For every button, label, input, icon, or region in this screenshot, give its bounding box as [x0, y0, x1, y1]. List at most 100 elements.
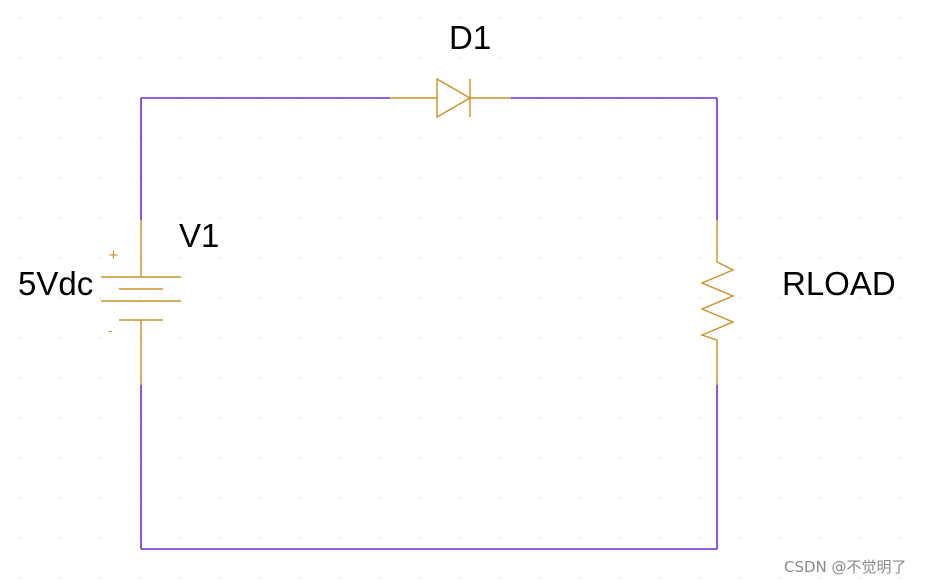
- grid-dot: [699, 377, 701, 379]
- grid-dot: [899, 577, 901, 579]
- grid-dot: [299, 537, 301, 539]
- grid-dot: [699, 177, 701, 179]
- grid-dot: [859, 337, 861, 339]
- grid-dot: [579, 177, 581, 179]
- grid-dot: [459, 417, 461, 419]
- grid-dot: [379, 257, 381, 259]
- grid-dot: [659, 297, 661, 299]
- grid-dot: [179, 257, 181, 259]
- voltage-source-v1-symbol[interactable]: [101, 220, 181, 385]
- grid-dot: [499, 137, 501, 139]
- grid-dot: [59, 297, 61, 299]
- grid-dot: [99, 577, 101, 579]
- grid-dot: [379, 57, 381, 59]
- grid-dot: [299, 417, 301, 419]
- grid-dot: [219, 257, 221, 259]
- grid-dot: [139, 297, 141, 299]
- grid-dot: [299, 457, 301, 459]
- grid-dot: [579, 137, 581, 139]
- grid-dot: [299, 377, 301, 379]
- grid-dot: [619, 337, 621, 339]
- grid-dot: [819, 17, 821, 19]
- grid-dot: [499, 537, 501, 539]
- wires: [140, 97, 718, 550]
- grid-dot: [379, 177, 381, 179]
- grid-dot: [619, 217, 621, 219]
- grid-dot: [459, 137, 461, 139]
- grid-dot: [99, 177, 101, 179]
- grid-dot: [459, 257, 461, 259]
- grid-dot: [819, 97, 821, 99]
- grid-dot: [619, 257, 621, 259]
- grid-dot: [819, 337, 821, 339]
- grid-dot: [339, 137, 341, 139]
- grid-dot: [99, 497, 101, 499]
- grid-dot: [59, 257, 61, 259]
- grid-dot: [339, 457, 341, 459]
- grid-dot: [819, 417, 821, 419]
- grid-dot: [179, 457, 181, 459]
- grid-dot: [779, 337, 781, 339]
- grid-dot: [779, 97, 781, 99]
- grid-dot: [419, 577, 421, 579]
- grid-dot: [99, 377, 101, 379]
- grid-dot: [459, 337, 461, 339]
- grid-dot: [899, 297, 901, 299]
- grid-dot: [579, 417, 581, 419]
- grid-dot: [259, 377, 261, 379]
- grid-dot: [499, 417, 501, 419]
- grid-dot: [179, 297, 181, 299]
- grid-dot: [459, 537, 461, 539]
- grid-dot: [219, 497, 221, 499]
- grid-dot: [19, 457, 21, 459]
- grid-dot: [379, 297, 381, 299]
- source-ref-label: V1: [179, 217, 220, 254]
- grid-dot: [779, 497, 781, 499]
- grid-dot: [579, 337, 581, 339]
- resistor-rload-symbol[interactable]: [700, 220, 735, 385]
- grid-dot: [299, 137, 301, 139]
- grid-dot: [459, 497, 461, 499]
- grid-dot: [619, 577, 621, 579]
- diode-d1-symbol[interactable]: [390, 77, 511, 119]
- grid-dot: [219, 297, 221, 299]
- grid-dot: [19, 97, 21, 99]
- grid-dot: [859, 297, 861, 299]
- grid-dot: [259, 57, 261, 59]
- grid-dot: [419, 57, 421, 59]
- resistor-label: RLOAD: [782, 265, 896, 302]
- grid-dot: [819, 57, 821, 59]
- grid-dot: [899, 137, 901, 139]
- grid-dot: [659, 577, 661, 579]
- grid-dot: [739, 17, 741, 19]
- grid-dot: [59, 457, 61, 459]
- grid-dot: [899, 537, 901, 539]
- grid-dot: [259, 537, 261, 539]
- grid-dot: [819, 377, 821, 379]
- grid-dot: [699, 497, 701, 499]
- grid-dot: [539, 537, 541, 539]
- grid-dot: [259, 257, 261, 259]
- grid-dot: [99, 537, 101, 539]
- grid-dot: [539, 17, 541, 19]
- grid-dot: [459, 97, 461, 99]
- grid-dot: [779, 217, 781, 219]
- grid-dot: [619, 17, 621, 19]
- grid-dot: [19, 497, 21, 499]
- grid-dot: [539, 497, 541, 499]
- grid-dot: [899, 337, 901, 339]
- grid-dot: [619, 377, 621, 379]
- grid-dot: [299, 337, 301, 339]
- grid-dot: [419, 457, 421, 459]
- grid-dot: [499, 337, 501, 339]
- grid-dot: [539, 377, 541, 379]
- grid-dot: [659, 537, 661, 539]
- grid-dot: [859, 377, 861, 379]
- grid-dot: [899, 177, 901, 179]
- grid-dot: [339, 497, 341, 499]
- grid-dot: [619, 497, 621, 499]
- grid-dot: [59, 57, 61, 59]
- grid-dot: [299, 257, 301, 259]
- grid-dot: [499, 497, 501, 499]
